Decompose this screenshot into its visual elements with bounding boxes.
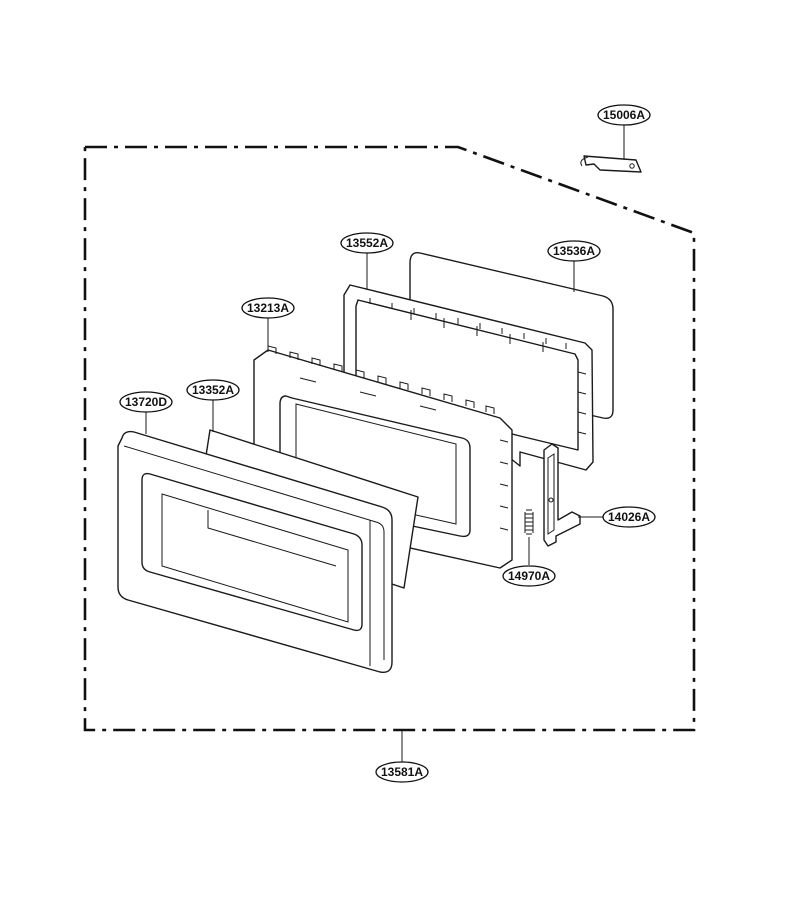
callout-13552A: 13552A	[340, 232, 394, 254]
callout-14026A: 14026A	[602, 506, 656, 528]
callout-label: 13213A	[247, 301, 289, 315]
callout-13213A: 13213A	[241, 297, 295, 319]
callout-14970A: 14970A	[502, 565, 556, 587]
callout-label: 13581A	[381, 765, 423, 779]
callout-15006A: 15006A	[597, 104, 651, 126]
part-15006A-bracket	[580, 155, 642, 173]
part-13552A-choke-frame	[343, 284, 594, 471]
callout-13352A: 13352A	[186, 379, 240, 401]
callout-13720D: 13720D	[119, 391, 173, 413]
callout-13581A: 13581A	[375, 761, 429, 783]
callout-label: 15006A	[603, 108, 645, 122]
callout-label: 13720D	[125, 395, 167, 409]
part-13720D-door-frame	[117, 430, 393, 673]
callout-13536A: 13536A	[547, 240, 601, 262]
callout-label: 13536A	[553, 244, 595, 258]
callout-label: 13352A	[192, 383, 234, 397]
part-14026A-latch	[543, 443, 581, 547]
callout-label: 14026A	[608, 510, 650, 524]
callout-label: 14970A	[508, 569, 550, 583]
callout-label: 13552A	[346, 236, 388, 250]
part-14970A-spring	[524, 509, 534, 535]
assembly-boundary	[83, 145, 696, 732]
